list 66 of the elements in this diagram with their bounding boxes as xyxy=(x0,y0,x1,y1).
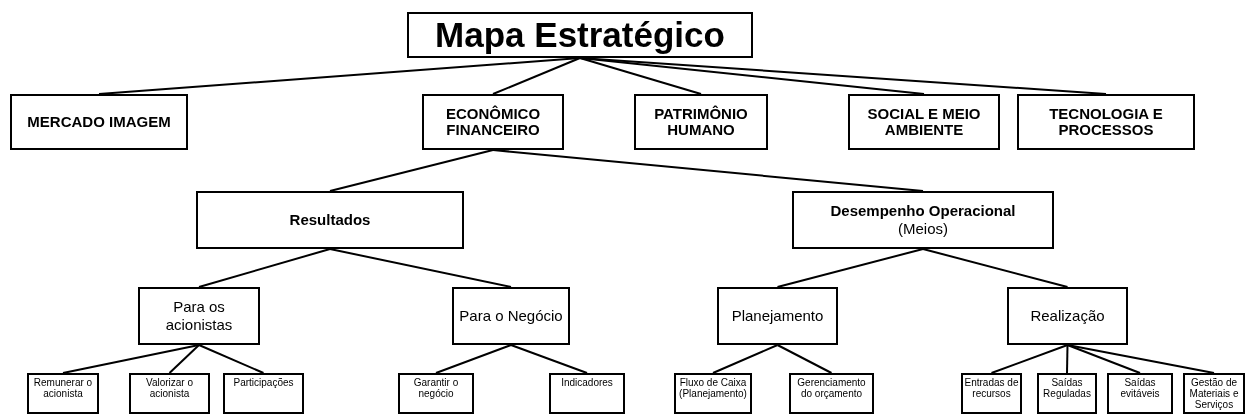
subgroup-box xyxy=(1007,287,1128,345)
node-label: Gerenciamento do orçamento xyxy=(796,377,867,399)
node-label: Indicadores xyxy=(561,377,613,388)
leaf-box xyxy=(398,373,474,414)
leaf-box xyxy=(549,373,625,414)
connector-line xyxy=(329,248,512,288)
connector-line xyxy=(1066,344,1215,374)
leaf-box xyxy=(1107,373,1173,414)
category-box xyxy=(848,94,1000,150)
connector-line xyxy=(579,57,702,95)
node-label: Participações xyxy=(233,377,294,388)
connector-line xyxy=(329,149,494,192)
connector-line xyxy=(168,344,200,374)
connector-line xyxy=(776,248,924,288)
leaf-box xyxy=(27,373,99,414)
title-box xyxy=(407,12,753,58)
node-label: Resultados xyxy=(289,211,371,229)
leaf-box xyxy=(1037,373,1097,414)
category-box xyxy=(634,94,768,150)
connector-line xyxy=(1066,344,1141,374)
node-label: SOCIAL E MEIO AMBIENTE xyxy=(866,105,982,139)
connector-line xyxy=(990,344,1069,374)
connector-line xyxy=(776,344,833,374)
leaf-box xyxy=(674,373,752,414)
node-label: Planejamento xyxy=(731,307,824,325)
connector-line xyxy=(922,248,1069,288)
connector-line xyxy=(198,344,265,374)
subgroup-box xyxy=(452,287,570,345)
node-label: Para os acionistas xyxy=(164,298,234,334)
leaf-box xyxy=(961,373,1022,414)
connector-line xyxy=(435,344,512,374)
connector-line xyxy=(510,344,588,374)
group-box xyxy=(196,191,464,249)
node-label: Desempenho Operacional xyxy=(830,202,1016,220)
node-label: Saídas Reguladas xyxy=(1042,377,1092,399)
node-label: MERCADO IMAGEM xyxy=(27,113,171,131)
leaf-box xyxy=(223,373,304,414)
connector-line xyxy=(492,57,581,95)
connector-line xyxy=(579,57,1107,95)
node-label: Remunerar o acionista xyxy=(32,377,94,399)
connector-line xyxy=(62,344,200,374)
node-label: Fluxo de Caixa (Planejamento) xyxy=(678,377,748,399)
subgroup-box xyxy=(717,287,838,345)
node-label: ECONÔMICO FINANCEIRO xyxy=(444,105,542,139)
category-box xyxy=(10,94,188,150)
node-label: Entradas de recursos xyxy=(963,377,1020,399)
connector-line xyxy=(1066,344,1069,374)
node-label: TECNOLOGIA E PROCESSOS xyxy=(1048,105,1164,139)
leaf-box xyxy=(789,373,874,414)
leaf-box xyxy=(129,373,210,414)
group-box xyxy=(792,191,1054,249)
connector-line xyxy=(198,248,331,288)
connector-line xyxy=(712,344,779,374)
node-label: Realização xyxy=(1030,307,1105,325)
node-label: Saídas evitáveis xyxy=(1119,377,1161,399)
node-label: Valorizar o acionista xyxy=(144,377,195,399)
node-label: Garantir o negócio xyxy=(412,377,460,399)
node-label: Gestão de Materiais e Serviços xyxy=(1188,377,1240,410)
node-label: Mapa Estratégico xyxy=(435,15,725,55)
category-box xyxy=(1017,94,1195,150)
connector-line xyxy=(492,149,924,192)
node-note: (Meios) xyxy=(898,220,948,238)
subgroup-box xyxy=(138,287,260,345)
node-label: Para o Negócio xyxy=(459,307,563,325)
category-box xyxy=(422,94,564,150)
node-label: PATRIMÔNIO HUMANO xyxy=(653,105,749,139)
